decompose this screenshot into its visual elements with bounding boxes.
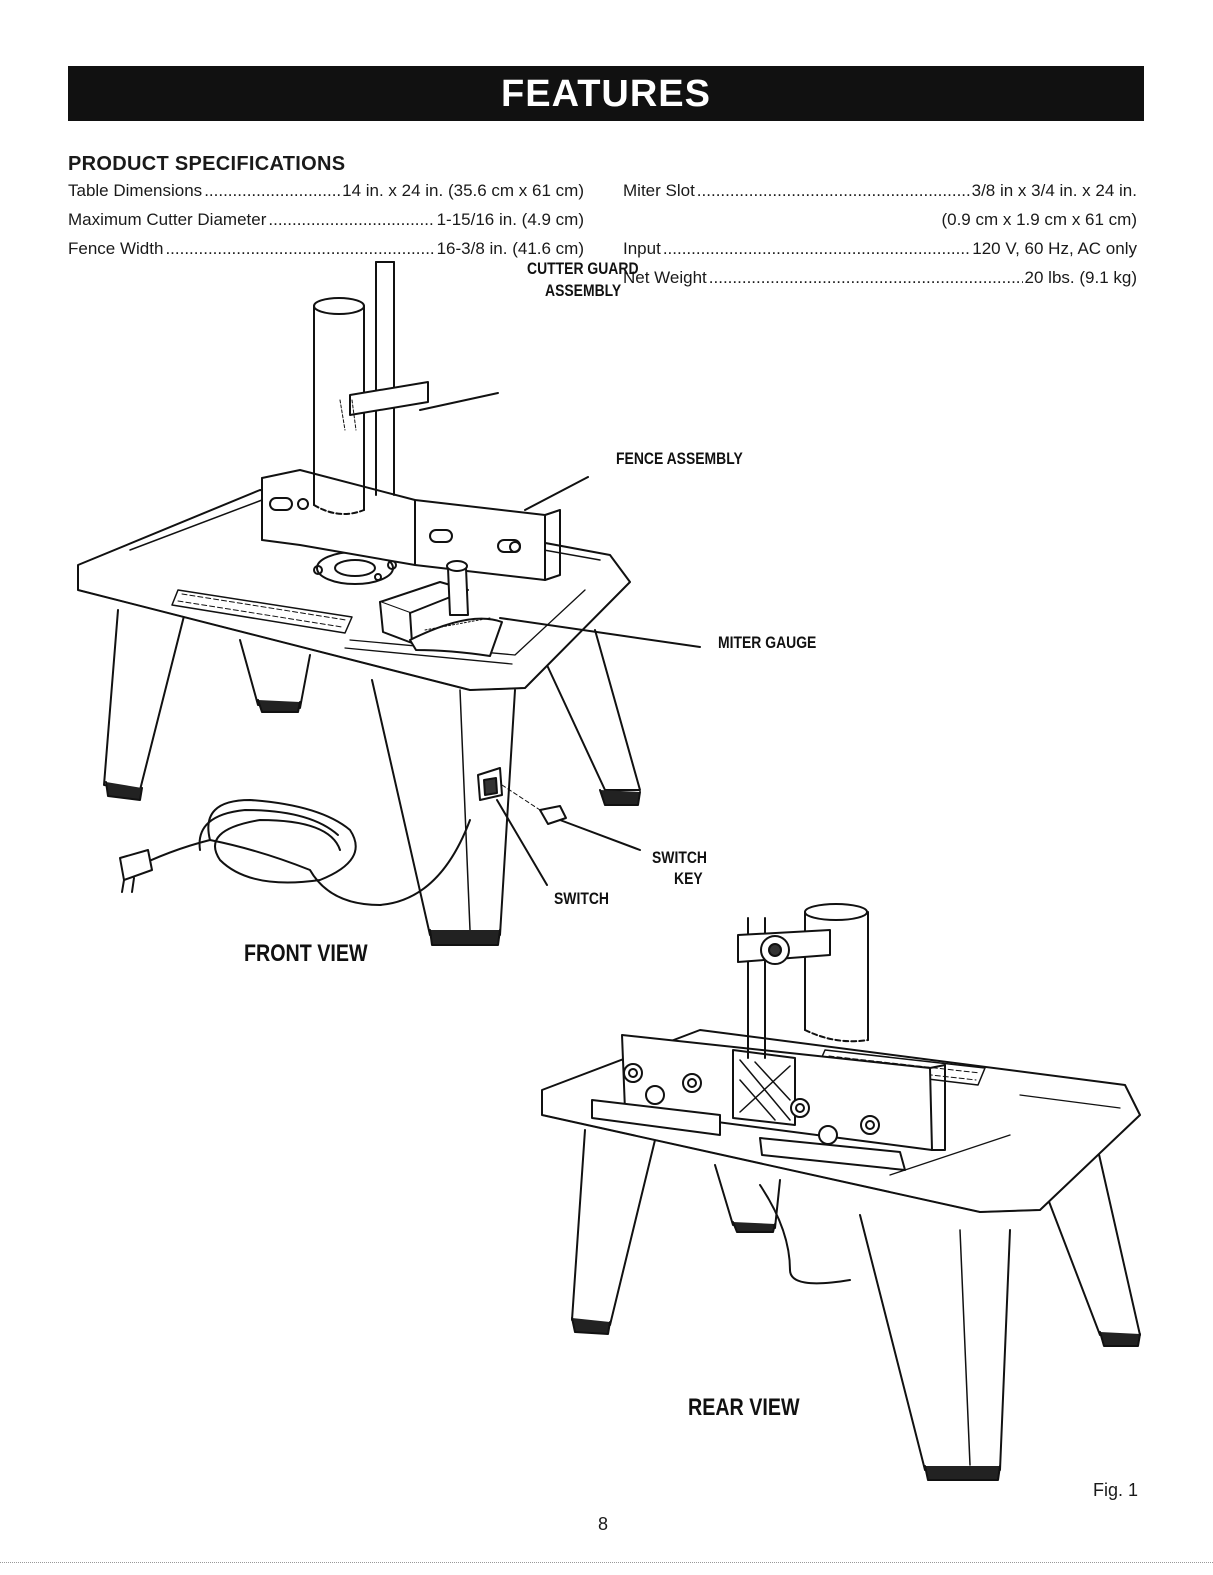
callout-miter-gauge: MITER GAUGE (718, 633, 817, 652)
spec-value: 3/8 in x 3/4 in. x 24 in. (971, 181, 1137, 200)
spec-label: Input (623, 239, 661, 258)
front-view-drawing (77, 261, 701, 946)
spec-row-net-weight: Net Weight 20 lbs. (9.1 kg) (623, 268, 1137, 297)
spec-row-table-dimensions: Table Dimensions 14 in. x 24 in. (35.6 c… (68, 181, 584, 210)
spec-label: Maximum Cutter Diameter (68, 210, 267, 229)
features-banner: FEATURES (68, 66, 1144, 121)
callout-switch: SWITCH (554, 889, 609, 908)
front-view-label: FRONT VIEW (244, 940, 368, 967)
spec-label: Fence Width (68, 239, 164, 258)
spec-row-max-cutter-diameter: Maximum Cutter Diameter 1-15/16 in. (4.9… (68, 210, 584, 239)
callout-cutter-guard-line2: ASSEMBLY (545, 281, 622, 300)
spec-label: Table Dimensions (68, 181, 203, 200)
spec-value: 20 lbs. (9.1 kg) (1024, 268, 1137, 287)
figure-label: Fig. 1 (1093, 1480, 1139, 1500)
page-number: 8 (598, 1514, 609, 1534)
spec-row-miter-slot: Miter Slot 3/8 in x 3/4 in. x 24 in. (623, 181, 1137, 210)
callout-fence-assembly: FENCE ASSEMBLY (616, 449, 743, 468)
spec-value: 16-3/8 in. (41.6 cm) (436, 239, 584, 258)
rear-view-label: REAR VIEW (688, 1394, 800, 1421)
spec-value: 120 V, 60 Hz, AC only (972, 239, 1137, 258)
callout-cutter-guard-line1: CUTTER GUARD (527, 259, 639, 278)
spec-value: 14 in. x 24 in. (35.6 cm x 61 cm) (342, 181, 584, 200)
specs-right-column: Miter Slot 3/8 in x 3/4 in. x 24 in. (0.… (623, 181, 1137, 297)
spec-value: (0.9 cm x 1.9 cm x 61 cm) (941, 210, 1137, 229)
callout-switch-key-line2: KEY (674, 869, 703, 888)
spec-row-miter-slot-metric: (0.9 cm x 1.9 cm x 61 cm) (623, 210, 1137, 239)
page-bottom-rule (0, 1562, 1213, 1563)
specs-left-column: Table Dimensions 14 in. x 24 in. (35.6 c… (68, 181, 584, 268)
spec-label: Net Weight (623, 268, 707, 287)
callout-switch-key-line1: SWITCH (652, 848, 707, 867)
spec-row-input: Input 120 V, 60 Hz, AC only (623, 239, 1137, 268)
rear-view-drawing (541, 903, 1141, 1481)
product-specifications-heading: PRODUCT SPECIFICATIONS (68, 153, 346, 175)
spec-value: 1-15/16 in. (4.9 cm) (436, 210, 584, 229)
spec-label: Miter Slot (623, 181, 695, 200)
spec-row-fence-width: Fence Width 16-3/8 in. (41.6 cm) (68, 239, 584, 268)
